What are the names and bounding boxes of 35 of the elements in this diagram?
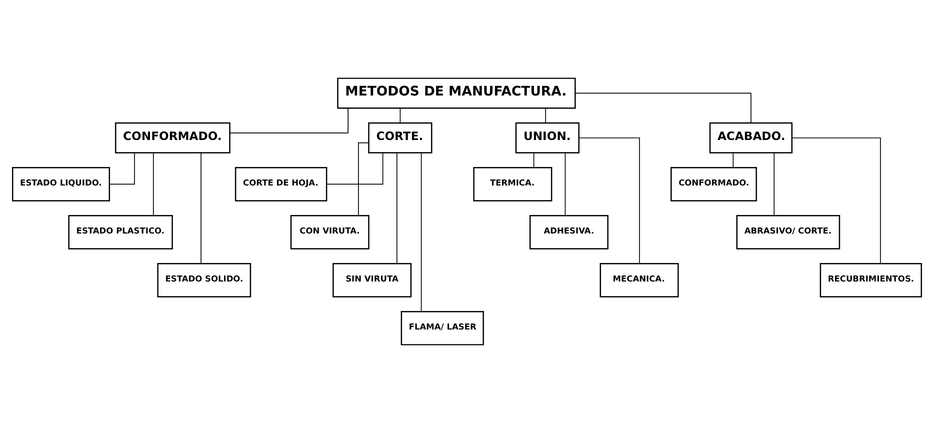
connector — [229, 107, 348, 133]
node-box: FLAMA/ LASER — [400, 310, 484, 345]
node-box: CONFORMADO. — [115, 122, 230, 153]
node-box: ESTADO LIQUIDO. — [12, 166, 110, 201]
node-box: ADHESIVA. — [529, 214, 608, 249]
connector — [358, 142, 370, 216]
node-box: TERMICA. — [473, 166, 552, 201]
connector — [396, 152, 398, 264]
connector — [109, 152, 135, 184]
node-box: MECANICA. — [600, 262, 679, 297]
connector — [574, 92, 752, 123]
connector — [732, 152, 734, 168]
node-box: RECUBRIMIENTOS. — [820, 262, 922, 297]
node-box: SIN VIRUTA — [332, 262, 412, 297]
node-box: UNION. — [515, 122, 580, 153]
connector — [792, 136, 881, 264]
connector — [564, 152, 566, 216]
connector — [533, 152, 534, 168]
connector — [400, 107, 401, 123]
connector — [420, 152, 422, 312]
connector — [200, 152, 202, 264]
node-box: ABRASIVO/ CORTE. — [736, 214, 840, 249]
connector — [545, 107, 546, 123]
connector — [152, 152, 154, 216]
node-box: CORTE DE HOJA. — [234, 166, 328, 201]
connector — [326, 152, 384, 184]
node-box: ESTADO PLASTICO. — [68, 214, 173, 249]
node-box: CON VIRUTA. — [290, 214, 370, 249]
node-box: CONFORMADO. — [670, 166, 757, 201]
node-box: ACABADO. — [709, 122, 793, 153]
node-box: METODOS DE MANUFACTURA. — [337, 77, 576, 108]
node-box: ESTADO SOLIDO. — [157, 262, 252, 297]
connector — [578, 136, 640, 264]
connector — [774, 152, 775, 216]
node-box: CORTE. — [368, 122, 432, 153]
